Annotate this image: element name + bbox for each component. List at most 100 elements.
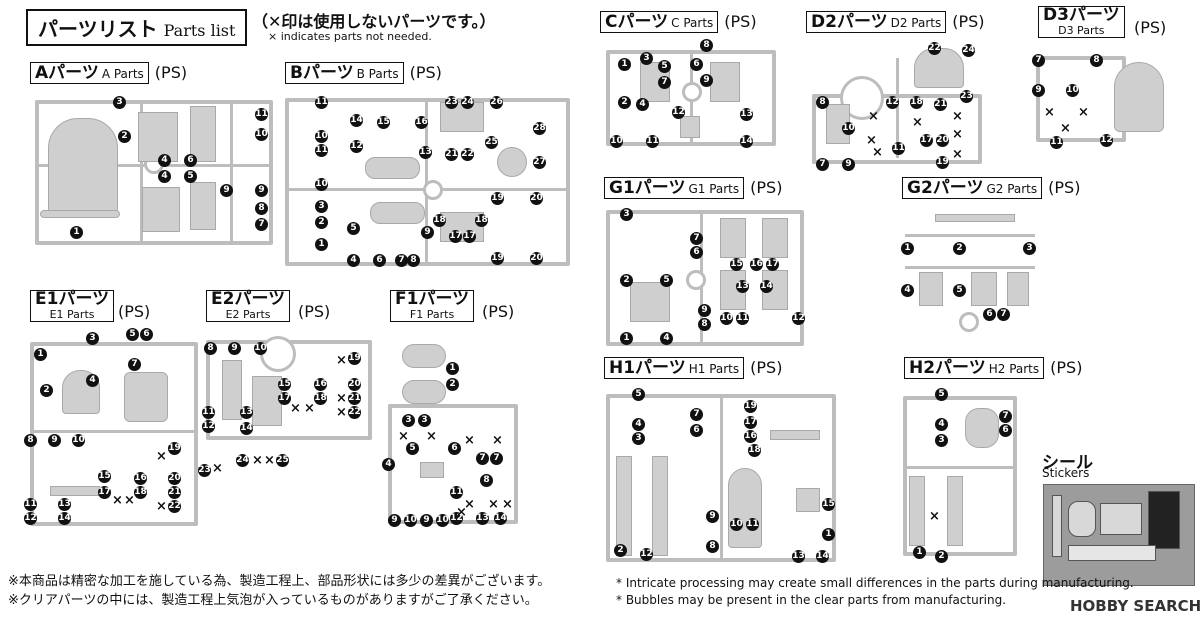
not-needed-mark: × (336, 353, 347, 368)
part-number-badge: 6 (184, 154, 197, 167)
part-number-badge: 11 (1050, 136, 1063, 149)
part-number-badge: 3 (935, 434, 948, 447)
not-needed-mark: × (952, 127, 963, 142)
part-number-badge: 7 (690, 232, 703, 245)
runner-part-shape (370, 202, 425, 224)
part-number-badge: 10 (842, 122, 855, 135)
part-number-badge: 5 (658, 60, 671, 73)
part-number-badge: 19 (491, 252, 504, 265)
part-number-badge: 4 (382, 458, 395, 471)
runner-part-shape (947, 476, 963, 546)
part-number-badge: 1 (70, 226, 83, 239)
part-number-badge: 10 (610, 135, 623, 148)
part-number-badge: 7 (690, 408, 703, 421)
part-number-badge: 9 (388, 514, 401, 527)
part-number-badge: 7 (255, 218, 268, 231)
part-number-badge: 12 (350, 140, 363, 153)
part-number-badge: 10 (404, 514, 417, 527)
part-number-badge: 6 (690, 246, 703, 259)
part-number-badge: 2 (935, 550, 948, 563)
part-number-badge: 9 (48, 434, 61, 447)
part-number-badge: 6 (373, 254, 386, 267)
part-number-badge: 17 (98, 486, 111, 499)
part-number-badge: 6 (983, 308, 996, 321)
part-number-badge: 17 (278, 392, 291, 405)
runner-part-shape (420, 462, 444, 478)
sheet-a: 3 2 4 6 4 5 9 9 8 7 11 10 1 (30, 92, 275, 250)
part-number-badge: 19 (744, 400, 757, 413)
runner-part-shape (252, 376, 282, 426)
part-number-badge: 1 (913, 546, 926, 559)
part-number-badge: 1 (620, 332, 633, 345)
part-number-badge: 13 (476, 512, 489, 525)
sheet-d2: 22 24 23 8 12 18 21 10 17 20 11 7 9 19 ×… (806, 38, 991, 172)
part-number-badge: 19 (936, 156, 949, 169)
part-number-badge: 18 (475, 214, 488, 227)
not-needed-note-en: × indicates parts not needed. (268, 30, 432, 43)
part-number-badge: 17 (744, 416, 757, 429)
part-number-badge: 18 (433, 214, 446, 227)
runner-part-shape (48, 118, 118, 218)
part-number-badge: 8 (706, 540, 719, 553)
part-number-badge: 25 (276, 454, 289, 467)
not-needed-mark: × (456, 505, 467, 520)
part-number-badge: 21 (934, 98, 947, 111)
part-number-badge: 9 (220, 184, 233, 197)
part-number-badge: 2 (118, 130, 131, 143)
part-number-badge: 9 (1032, 84, 1045, 97)
part-number-badge: 2 (446, 378, 459, 391)
not-needed-mark: × (212, 461, 223, 476)
part-number-badge: 20 (530, 192, 543, 205)
part-number-badge: 19 (491, 192, 504, 205)
sheet-g1: 3 7 6 2 5 15 16 17 13 14 9 8 10 11 12 1 … (600, 202, 810, 350)
part-number-badge: 1 (315, 238, 328, 251)
part-number-badge: 9 (700, 74, 713, 87)
part-number-badge: 9 (842, 158, 855, 171)
runner-part-shape (914, 48, 964, 88)
part-number-badge: 4 (901, 284, 914, 297)
part-number-badge: 11 (746, 518, 759, 531)
not-needed-mark: × (252, 453, 263, 468)
runner-part-shape (959, 312, 979, 332)
part-number-badge: 9 (420, 514, 433, 527)
part-number-badge: 11 (646, 135, 659, 148)
part-number-badge: 20 (936, 134, 949, 147)
sheet-e2: 8 9 10 19 15 16 20 17 18 21 22 11 13 12 … (198, 330, 374, 480)
part-number-badge: 14 (350, 114, 363, 127)
part-number-badge: 3 (113, 96, 126, 109)
runner-part-shape (796, 488, 820, 512)
runner-part-shape (903, 466, 1017, 469)
part-number-badge: 3 (620, 208, 633, 221)
part-number-badge: 12 (24, 512, 37, 525)
part-number-badge: 24 (461, 96, 474, 109)
part-number-badge: 2 (40, 384, 53, 397)
part-number-badge: 11 (315, 144, 328, 157)
part-number-badge: 5 (126, 328, 139, 341)
part-number-badge: 1 (618, 58, 631, 71)
part-number-badge: 14 (240, 422, 253, 435)
part-number-badge: 1 (901, 242, 914, 255)
part-number-badge: 8 (698, 318, 711, 331)
not-needed-mark: × (156, 449, 167, 464)
runner-part-shape (728, 468, 762, 548)
runner-part-shape (606, 210, 804, 346)
part-number-badge: 12 (792, 312, 805, 325)
runner-part-shape (190, 106, 216, 162)
part-number-badge: 12 (1100, 134, 1113, 147)
runner-part-shape (680, 116, 700, 138)
not-needed-note: （✕印は使用しないパーツです。） (252, 12, 496, 31)
sheet-f1: 1 2 3 3 4 5 6 7 7 8 11 12 13 14 9 10 9 1… (380, 330, 525, 532)
stickers-label-en: Stickers (1042, 466, 1090, 480)
part-number-badge: 14 (740, 135, 753, 148)
stickers-label-jp: シール (1042, 453, 1093, 473)
part-number-badge: 18 (314, 392, 327, 405)
runner-part-shape (140, 100, 143, 245)
runner-part-shape (142, 187, 180, 232)
part-number-badge: 22 (168, 500, 181, 513)
runner-part-shape (1007, 272, 1029, 306)
